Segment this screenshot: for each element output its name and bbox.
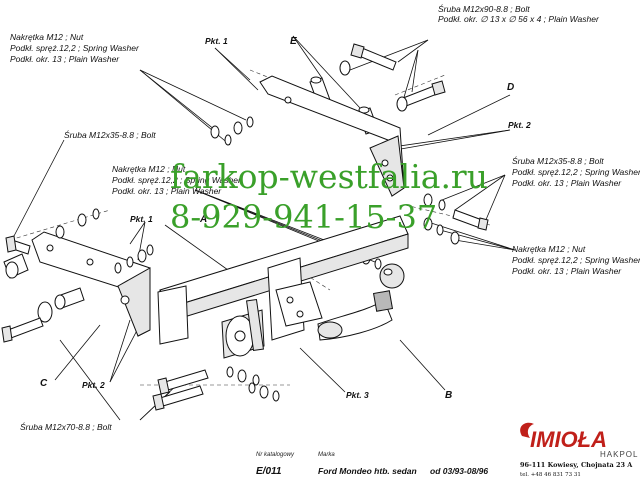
pkt1-top-label: Pkt. 1: [205, 36, 228, 46]
catalog-code: E/011: [256, 466, 282, 477]
maker-address: 96-111 Kowiesy, Chojnata 23 A: [520, 461, 633, 469]
leader-lines: [13, 35, 516, 421]
pkt2-right-label: Pkt. 2: [508, 120, 531, 130]
nut-mid-label: Nakrętka M12 ; Nut: [112, 164, 186, 174]
washer-top-label: Podkł. okr. ∅ 13 x ∅ 56 x 4 ; Plain Wash…: [438, 14, 600, 24]
watermark-site: farkop-westfalia.ru: [170, 157, 488, 196]
catalog-number-label: Nr katalogowy: [256, 452, 295, 458]
spring-washer-right-label: Podkł. spręż.12,2 ; Spring Washer: [512, 167, 640, 177]
brand-label: Marka: [318, 452, 335, 458]
watermark-phone: 8-929-941-15-37: [170, 198, 437, 236]
letter-e: E: [290, 36, 297, 47]
letter-c: C: [40, 378, 48, 389]
bottom-hardware: [152, 366, 280, 411]
logo-swoosh-icon: [520, 422, 534, 438]
maker-phone: tel. +48 46 831 73 31: [520, 472, 581, 478]
maker-block: IMIOŁA HAKPOL 96-111 Kowiesy, Chojnata 2…: [520, 422, 638, 478]
bolt-bottom-label: Śruba M12x70-8.8 ; Bolt: [20, 421, 112, 432]
letter-a: A: [199, 214, 207, 225]
top-bolt: [350, 43, 446, 109]
spring-washer-right-2-label: Podkł. spręż.12,2 ; Spring Washer: [512, 255, 640, 265]
tow-ball: [275, 263, 405, 341]
right-bracket: [259, 75, 405, 197]
bolt-right-label: Śruba M12x35-8.8 ; Bolt: [512, 155, 604, 166]
upper-left-nuts: [210, 116, 254, 146]
plain-washer-right-label: Podkł. okr. 13 ; Plain Washer: [512, 178, 622, 188]
nut-left-label: Nakrętka M12 ; Nut: [10, 32, 84, 42]
pkt1-left-label: Pkt. 1: [130, 214, 153, 224]
left-bracket: [31, 231, 151, 337]
spring-washer-mid-label: Podkł. spręż.12,2 ; Spring Washer: [112, 175, 242, 185]
bolt-top-label: Śruba M12x90-8.8 ; Bolt: [438, 3, 530, 14]
pkt2-left-label: Pkt. 2: [82, 380, 105, 390]
nut-right-label: Nakrętka M12 ; Nut: [512, 244, 586, 254]
pkt3-label: Pkt. 3: [346, 390, 369, 400]
letter-d: D: [507, 82, 514, 93]
title-block: Nr katalogowy Marka E/011 Ford Mondeo ht…: [256, 452, 488, 477]
letter-b: B: [445, 390, 452, 401]
plain-washer-mid-label: Podkł. okr. 13 ; Plain Washer: [112, 186, 222, 196]
plain-washer-left-label: Podkł. okr. 13 ; Plain Washer: [10, 54, 120, 64]
spring-washer-left-label: Podkł. spręż.12,2 ; Spring Washer: [10, 43, 140, 53]
maker-sub: HAKPOL: [600, 450, 638, 459]
bolt-left-label: Śruba M12x35-8.8 ; Bolt: [64, 129, 156, 140]
plain-washer-right-2-label: Podkł. okr. 13 ; Plain Washer: [512, 266, 622, 276]
production-date: od 03/93-08/96: [430, 466, 488, 476]
top-washers: [339, 60, 408, 112]
right-hardware: [423, 193, 489, 245]
maker-logo: IMIOŁA: [530, 427, 607, 452]
left-hardware: [1, 208, 100, 343]
vehicle-model: Ford Mondeo htb. sedan: [318, 466, 417, 476]
